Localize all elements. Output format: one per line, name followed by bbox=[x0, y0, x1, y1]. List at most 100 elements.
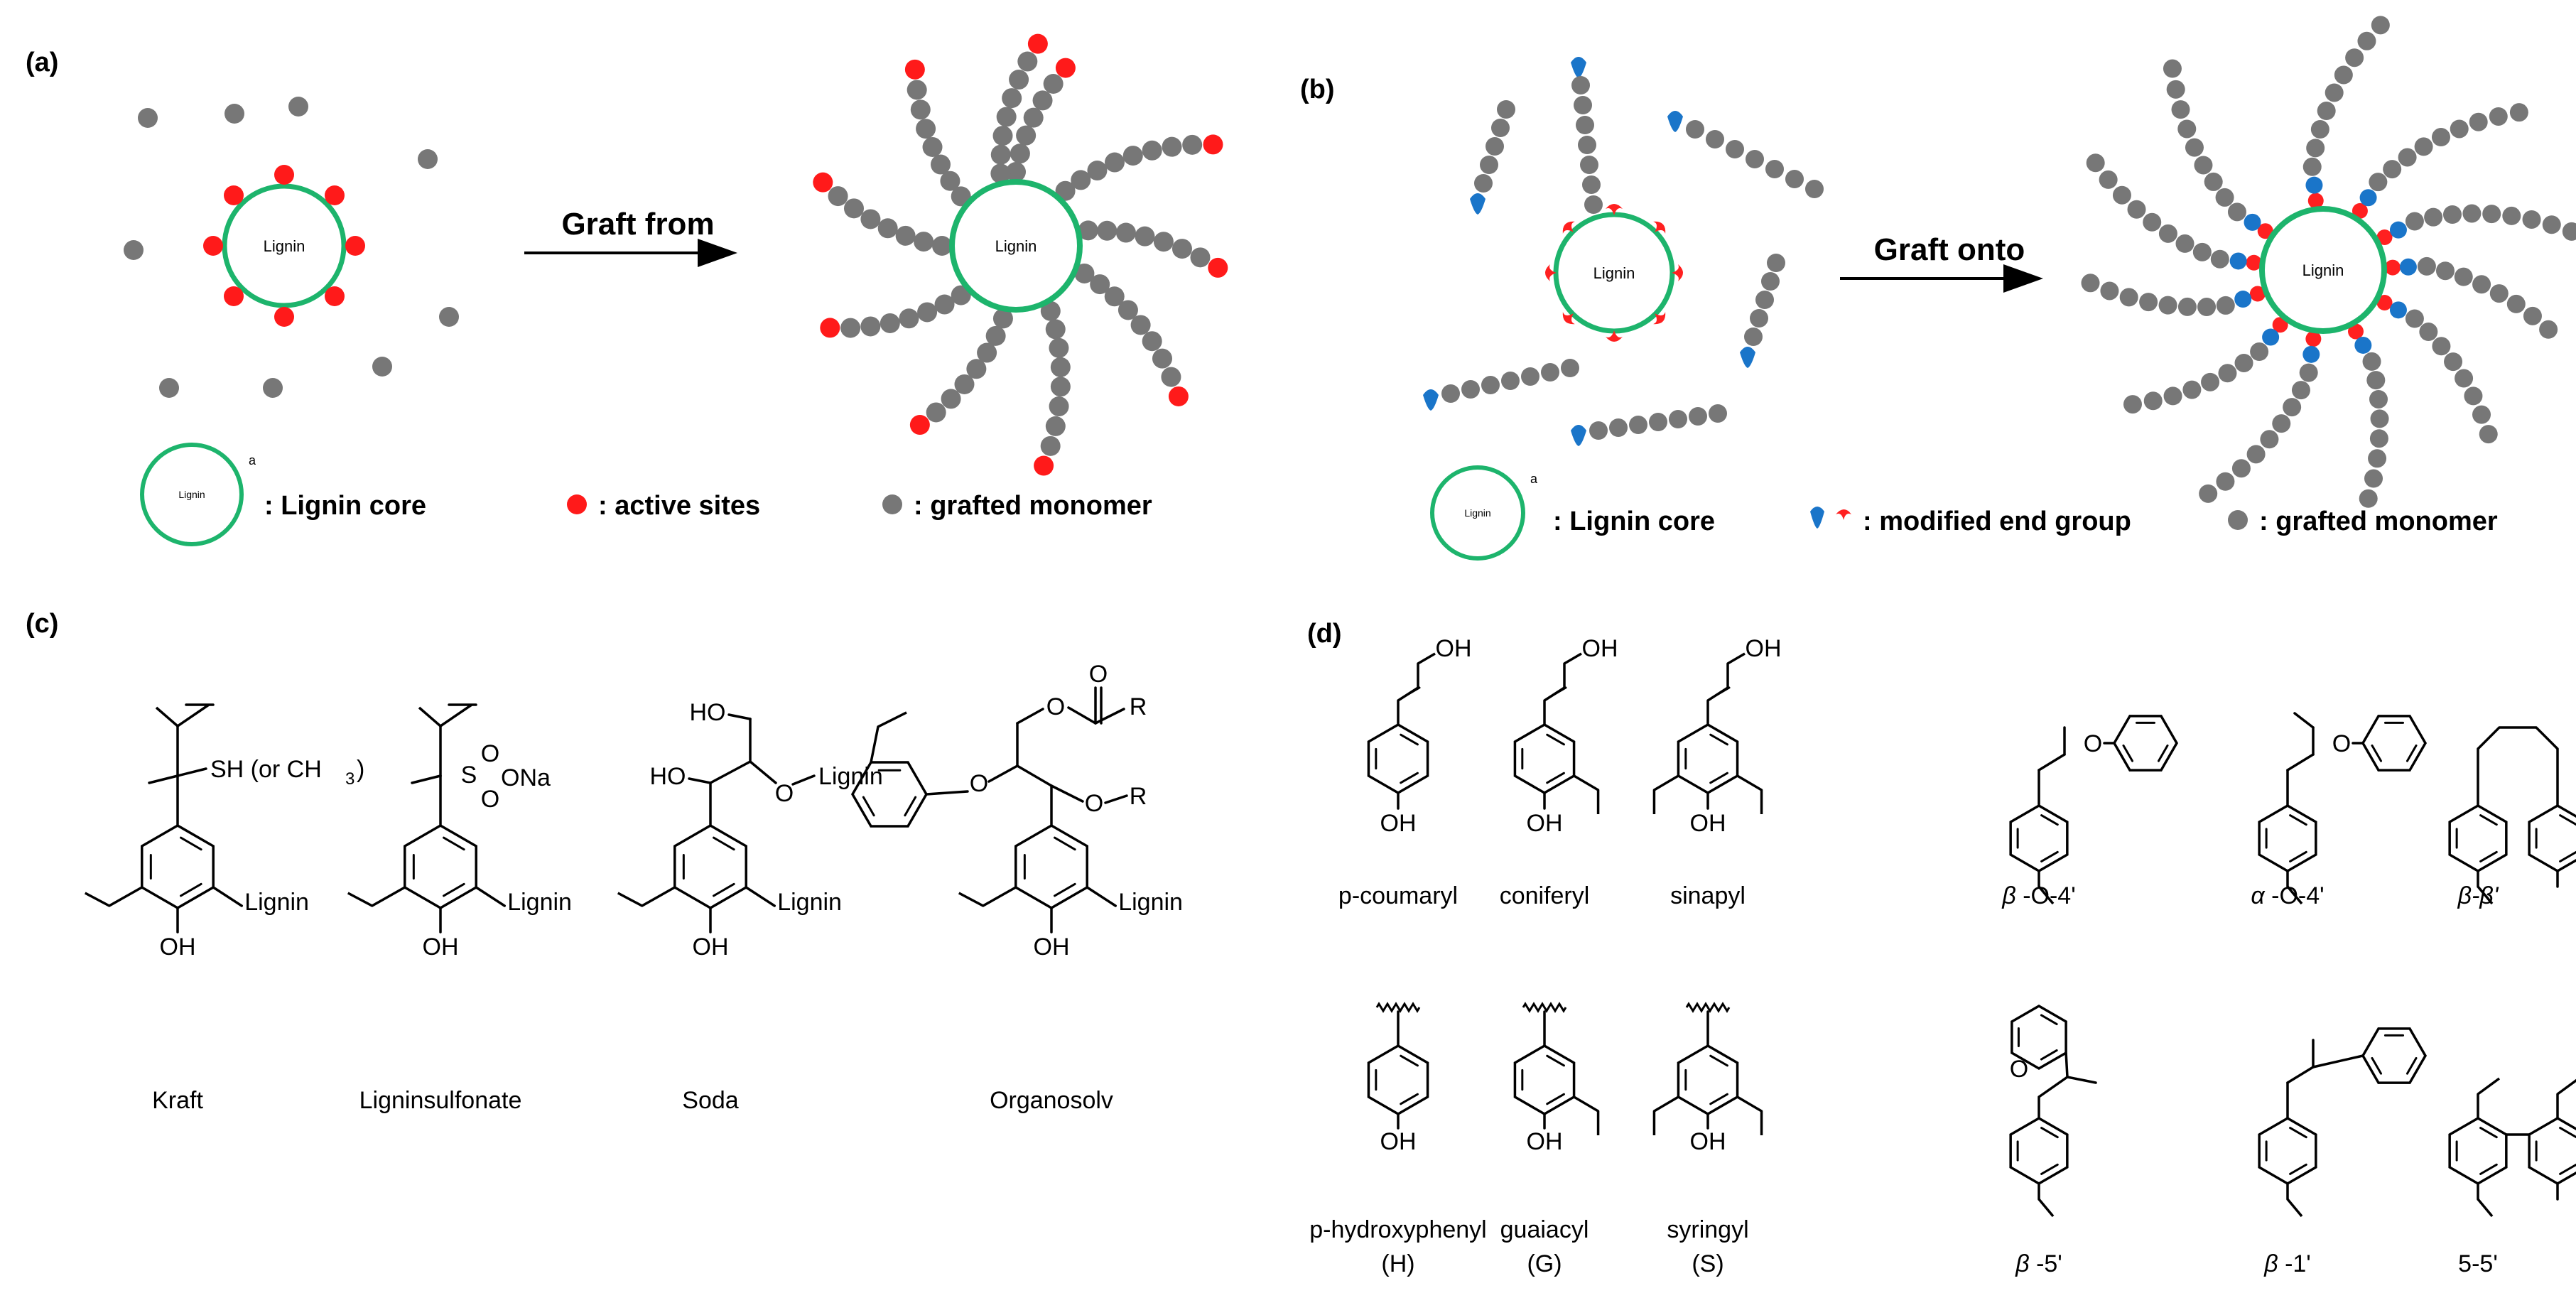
chain-monomer bbox=[2215, 188, 2234, 207]
chain-monomer bbox=[1153, 232, 1174, 252]
lignin-label: Lignin bbox=[818, 763, 883, 790]
chain-monomer bbox=[1117, 300, 1138, 320]
legend-b: Lignin a : Lignin core : modified end gr… bbox=[1430, 465, 2498, 561]
chain-monomer bbox=[1629, 416, 1647, 434]
chain-monomer bbox=[1040, 301, 1061, 321]
chain-monomer bbox=[2081, 274, 2100, 293]
benzene-ring bbox=[673, 823, 747, 910]
chain-monomer bbox=[2444, 352, 2463, 372]
bond bbox=[212, 886, 243, 907]
linkage-structure: 5-5' bbox=[2448, 1077, 2576, 1277]
chain-monomer bbox=[2489, 284, 2509, 303]
bond bbox=[2040, 1049, 2058, 1061]
panel-d-label: (d) bbox=[1307, 619, 1342, 649]
modified-end-group-red bbox=[1562, 312, 1575, 325]
bond bbox=[2289, 850, 2307, 862]
chain-monomer bbox=[2139, 293, 2158, 312]
hydroxyl-label: OH bbox=[423, 934, 459, 961]
chain-monomer bbox=[2562, 222, 2576, 241]
benzene-ring bbox=[2112, 715, 2179, 772]
chain-monomer bbox=[1002, 88, 1022, 109]
chain-monomer bbox=[922, 136, 943, 157]
chain-end-active-site bbox=[813, 172, 833, 193]
hydroxyl-label: OH bbox=[1527, 1128, 1563, 1155]
legend-core-icon bbox=[140, 443, 244, 546]
modified-end-group-blue bbox=[1571, 57, 1586, 78]
legend-superscript: a bbox=[1530, 472, 1538, 486]
bond bbox=[2040, 1127, 2059, 1139]
bond bbox=[2559, 1163, 2576, 1175]
legend-blue-end-group bbox=[1810, 507, 1824, 529]
chain-monomer bbox=[2542, 215, 2561, 234]
bond-chain bbox=[2286, 1198, 2303, 1218]
chain-monomer bbox=[1706, 130, 1724, 148]
chain-monomer bbox=[2369, 389, 2388, 409]
free-polymer-chain bbox=[1667, 111, 1824, 198]
chain-monomer bbox=[951, 285, 971, 305]
polymer-arm bbox=[2163, 59, 2273, 239]
monolignol-name: sinapyl bbox=[1670, 882, 1746, 909]
chain-monomer bbox=[1171, 239, 1192, 259]
wavy-bond bbox=[1375, 1002, 1421, 1013]
active-site bbox=[203, 236, 223, 256]
wavy-bond bbox=[1522, 1002, 1567, 1013]
chain-monomer bbox=[990, 163, 1011, 184]
monolignol-name: coniferyl bbox=[1500, 882, 1590, 909]
bond bbox=[2405, 744, 2418, 762]
chain-monomer bbox=[1006, 162, 1026, 182]
modified-end-group-red bbox=[1562, 221, 1575, 234]
chain-monomer bbox=[2359, 489, 2378, 508]
bond bbox=[1546, 733, 1565, 746]
linkage-structure: Oβ -5' bbox=[2009, 1004, 2097, 1277]
bond bbox=[1709, 772, 1728, 784]
chain-monomer bbox=[1767, 254, 1785, 272]
junction-blue bbox=[2354, 336, 2372, 354]
polymer-arm bbox=[2384, 256, 2558, 339]
hydroxyl-label: OH bbox=[1690, 810, 1726, 837]
graft-from-arrow: Graft from bbox=[524, 207, 737, 267]
chain-monomer bbox=[985, 325, 1006, 346]
chain-monomer bbox=[2317, 102, 2336, 121]
bond-chain bbox=[1573, 774, 1600, 814]
bond-chain bbox=[155, 703, 210, 727]
polymer-arms-b bbox=[2081, 16, 2576, 508]
chain-monomer bbox=[2123, 395, 2142, 414]
chain-monomer bbox=[2345, 48, 2364, 67]
unit-abbreviation: (G) bbox=[1527, 1250, 1562, 1277]
modified-end-group-red bbox=[1606, 330, 1623, 342]
bond-chain bbox=[2477, 1077, 2501, 1118]
modified-end-group-blue bbox=[1667, 111, 1683, 132]
bond bbox=[2371, 744, 2383, 762]
bond bbox=[1400, 1093, 1419, 1105]
chain-monomer bbox=[2523, 306, 2542, 325]
benzene-ring bbox=[2361, 715, 2428, 772]
chain-monomer bbox=[1043, 73, 1064, 94]
chain-monomer bbox=[2306, 139, 2325, 158]
legend-end-group-text: : modified end group bbox=[1863, 507, 2131, 536]
chain-monomer bbox=[966, 359, 987, 379]
benzene-ring bbox=[1677, 723, 1739, 795]
free-chains-b bbox=[1423, 57, 1824, 446]
chain-monomer bbox=[2250, 342, 2269, 362]
chain-monomer bbox=[910, 99, 931, 120]
panel-b-label: (b) bbox=[1300, 75, 1335, 104]
chain-monomer bbox=[2291, 381, 2310, 400]
legend-red-end-group bbox=[1836, 509, 1851, 520]
bond-chain bbox=[1736, 1095, 1763, 1135]
chain-monomer bbox=[1050, 377, 1071, 397]
bond bbox=[2040, 1163, 2059, 1175]
junction-blue bbox=[2389, 221, 2407, 239]
bond bbox=[1016, 708, 1044, 725]
active-site bbox=[224, 286, 244, 306]
ona-label: ONa bbox=[501, 764, 551, 791]
hydroxyl-label: HO bbox=[650, 763, 686, 790]
hydroxyl-label: HO bbox=[690, 699, 726, 726]
panel-c-label: (c) bbox=[26, 609, 58, 639]
chain-monomer bbox=[2234, 353, 2253, 372]
chain-monomer bbox=[1589, 421, 1608, 440]
oxygen-label: O bbox=[2084, 730, 2102, 757]
